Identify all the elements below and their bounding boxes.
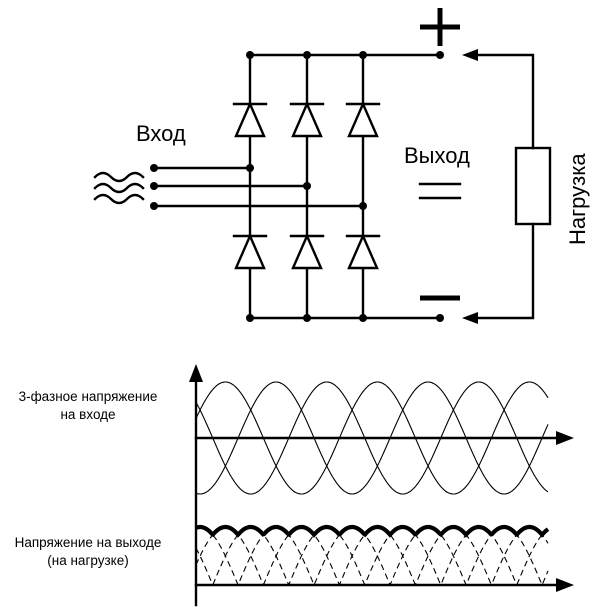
plus-terminal-icon <box>420 8 460 46</box>
graph1-label-line2: на входе <box>60 407 115 422</box>
rectified-sine-1 <box>195 526 549 586</box>
input-label: Вход <box>136 121 186 146</box>
rectified-sine-3 <box>195 526 549 587</box>
rectified-phase-curves <box>195 526 549 587</box>
rectified-sine-2 <box>195 526 549 585</box>
load-label: Нагрузка <box>565 153 590 245</box>
load-resistor <box>514 146 552 226</box>
graph1-label-line1: 3-фазное напряжение <box>19 389 158 404</box>
diode-upper-3 <box>345 101 381 138</box>
output-label: Выход <box>404 143 470 168</box>
diode-lower-2 <box>289 233 325 270</box>
phase-curves <box>195 381 549 495</box>
diode-upper-1 <box>232 101 268 138</box>
axis-arrow-right-icon <box>556 578 574 592</box>
rectified-envelope <box>195 524 550 538</box>
graph2-label-line2: (на нагрузке) <box>47 553 128 568</box>
graph-output-voltage: Напряжение на выходе (на нагрузке) <box>15 524 574 592</box>
axis-arrow-right-icon <box>556 431 574 445</box>
dc-equals-icon <box>418 182 462 200</box>
load-wire-bottom <box>468 222 535 320</box>
phase-sine-3 <box>195 381 549 495</box>
bridge-rectifier-schematic: Вход Выход Нагрузка <box>93 8 590 324</box>
diode-lower-1 <box>232 233 268 270</box>
axis-arrow-up-icon <box>189 364 203 382</box>
graph2-label-line1: Напряжение на выходе <box>15 535 162 550</box>
phase-sine-1 <box>195 381 549 495</box>
load-wire-top <box>468 53 535 150</box>
phase-sine-2 <box>195 381 549 495</box>
arrow-left-icon <box>462 49 478 61</box>
ac-tilde-icon <box>93 171 145 205</box>
arrow-left-icon <box>462 312 478 324</box>
diode-lower-3 <box>345 233 381 270</box>
graph-input-voltage: 3-фазное напряжение на входе <box>19 364 574 607</box>
diode-upper-2 <box>289 101 325 138</box>
